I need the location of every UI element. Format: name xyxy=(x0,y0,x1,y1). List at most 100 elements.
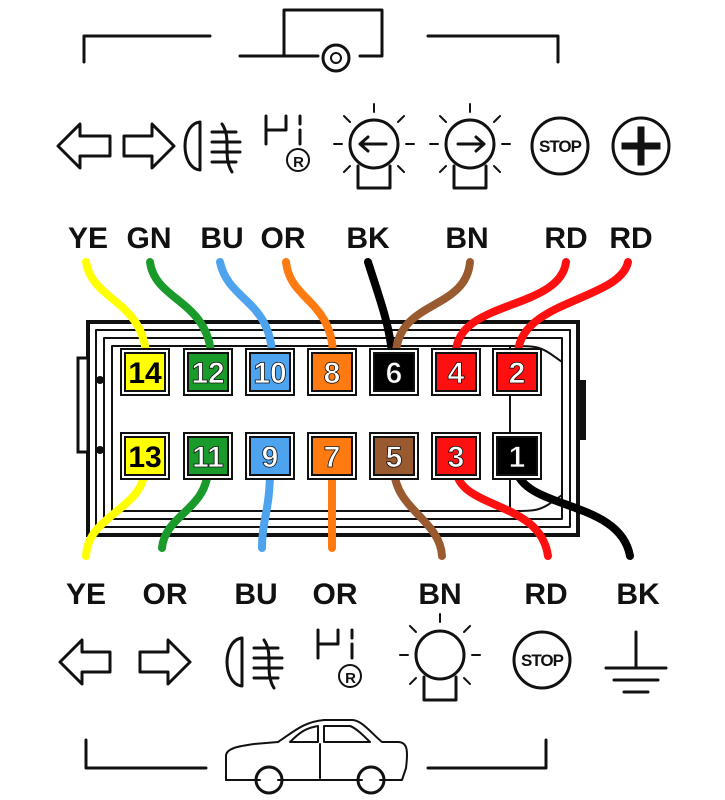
pin-6-fill xyxy=(373,352,415,392)
pin-4: 4 xyxy=(431,348,481,396)
wire-rd-bottom-5 xyxy=(452,466,552,560)
car-labels: YE OR BU OR BN RD BK xyxy=(66,578,660,611)
stop-text: STOP xyxy=(521,651,564,670)
trailer-wires xyxy=(82,258,632,356)
pin-11-number: 11 xyxy=(192,441,224,474)
pin-8-fill xyxy=(311,352,353,392)
stop-text: STOP xyxy=(539,137,582,156)
right-arrow-icon xyxy=(138,638,192,686)
pin-11: 11 xyxy=(183,432,233,480)
pin-10-number: 10 xyxy=(253,357,286,390)
left-arrow-icon xyxy=(58,638,112,686)
connector-pins: 14 12 10 8 6 4 2 13 11 9 7 5 3 1 xyxy=(120,348,542,480)
pin-13-number: 13 xyxy=(128,441,161,474)
pin-13-fill xyxy=(124,436,166,476)
pin-3-fill xyxy=(435,436,477,476)
car-wires xyxy=(82,466,634,560)
wire-label-or: OR xyxy=(261,222,306,255)
tail-light-icon xyxy=(399,613,481,702)
pin-9-number: 9 xyxy=(262,441,279,474)
pin-5-fill xyxy=(373,436,415,476)
left-arrow-icon xyxy=(56,122,112,170)
wire-label-ye: YE xyxy=(66,578,106,611)
trailer-icon xyxy=(238,8,384,73)
pin-1: 1 xyxy=(492,432,542,480)
wire-or-top-3 xyxy=(282,258,337,356)
wire-label-bu: BU xyxy=(200,222,243,255)
pin-3: 3 xyxy=(431,432,481,480)
car-icon xyxy=(225,719,408,795)
pin-8: 8 xyxy=(307,348,357,396)
wire-label-rd: RD xyxy=(524,578,567,611)
wire-rd-top-6 xyxy=(452,258,570,356)
pin-12-number: 12 xyxy=(191,357,224,390)
pin-12-fill xyxy=(187,352,229,392)
reverse-light-icon: R xyxy=(264,114,310,172)
wire-gn-top-1 xyxy=(146,258,215,356)
stop-light-icon: STOP xyxy=(512,630,572,690)
pin-1-number: 1 xyxy=(509,441,526,474)
pin-5: 5 xyxy=(369,432,419,480)
pin-5-number: 5 xyxy=(386,441,403,474)
wire-label-bn: BN xyxy=(445,222,488,255)
wire-label-bu: BU xyxy=(234,578,277,611)
reverse-light-icon: R xyxy=(316,628,362,688)
wire-gn-bottom-1 xyxy=(158,466,212,552)
left-side-light-icon xyxy=(333,103,415,190)
wire-bk-bottom-6 xyxy=(512,466,634,560)
wire-label-ye: YE xyxy=(68,222,108,255)
pin-10-fill xyxy=(249,352,291,392)
pin-6: 6 xyxy=(369,348,419,396)
wire-label-bk: BK xyxy=(346,222,390,255)
wire-rd-top-7 xyxy=(514,258,632,356)
trailer-bracket xyxy=(82,34,560,64)
wire-label-bk: BK xyxy=(616,578,660,611)
car-bracket xyxy=(84,738,548,770)
wire-label-bn: BN xyxy=(418,578,461,611)
wire-label-or-2: OR xyxy=(313,578,358,611)
trailer-labels: YE GN BU OR BK BN RD RD xyxy=(68,222,653,255)
wire-bn-top-5 xyxy=(392,258,474,356)
wire-bn-bottom-4 xyxy=(390,466,446,560)
fog-light-icon xyxy=(225,636,284,690)
reverse-mark: R xyxy=(345,670,356,687)
pin-9-fill xyxy=(249,436,291,476)
wire-label-rd-2: RD xyxy=(609,222,652,255)
right-side-light-icon xyxy=(429,103,511,190)
pin-2-number: 2 xyxy=(509,357,526,390)
wire-bk-top-4 xyxy=(364,258,396,356)
pin-10: 10 xyxy=(245,348,295,396)
wire-label-or: OR xyxy=(143,578,188,611)
pin-4-fill xyxy=(435,352,477,392)
right-arrow-icon xyxy=(122,122,176,170)
wire-bu-top-2 xyxy=(216,258,276,356)
wire-label-gn: GN xyxy=(127,222,172,255)
stop-light-icon: STOP xyxy=(530,116,590,176)
pin-7: 7 xyxy=(307,432,357,480)
pin-1-fill xyxy=(496,436,538,476)
ground-icon xyxy=(604,630,668,694)
wire-ye-bottom-0 xyxy=(82,466,149,560)
fog-light-icon xyxy=(183,120,242,174)
plus-icon xyxy=(611,116,671,176)
pin-3-number: 3 xyxy=(448,441,465,474)
pin-14-number: 14 xyxy=(128,357,162,390)
pin-13: 13 xyxy=(120,432,170,480)
pin-4-number: 4 xyxy=(448,357,465,390)
pin-14-fill xyxy=(124,352,166,392)
pin-7-fill xyxy=(311,436,353,476)
pin-14: 14 xyxy=(120,348,170,396)
pin-9: 9 xyxy=(245,432,295,480)
pin-2: 2 xyxy=(492,348,542,396)
pin-12: 12 xyxy=(183,348,233,396)
pin-11-fill xyxy=(187,436,229,476)
wire-label-rd: RD xyxy=(544,222,587,255)
reverse-mark: R xyxy=(293,154,304,171)
pin-8-number: 8 xyxy=(324,357,341,390)
wire-bu-bottom-2 xyxy=(258,466,274,552)
pin-2-fill xyxy=(496,352,538,392)
pin-7-number: 7 xyxy=(324,441,341,474)
wire-ye-top-0 xyxy=(82,258,150,356)
pin-6-number: 6 xyxy=(386,357,403,390)
